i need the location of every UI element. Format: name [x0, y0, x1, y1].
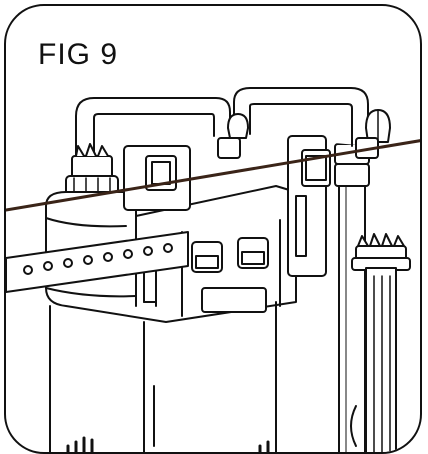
- filter-illustration: [6, 87, 420, 452]
- filter-cartridge: [49, 301, 277, 452]
- tank-rim-line: [6, 139, 420, 212]
- figure-frame: FIG 9: [4, 4, 422, 454]
- spray-bar: [6, 231, 189, 293]
- mounting-clip-right: [287, 135, 331, 277]
- return-pipe: [75, 87, 369, 157]
- intake-strainer: [350, 233, 411, 452]
- flow-control-knob-right: [217, 109, 391, 159]
- figure-label: FIG 9: [38, 38, 119, 71]
- intake-tube: [334, 143, 370, 452]
